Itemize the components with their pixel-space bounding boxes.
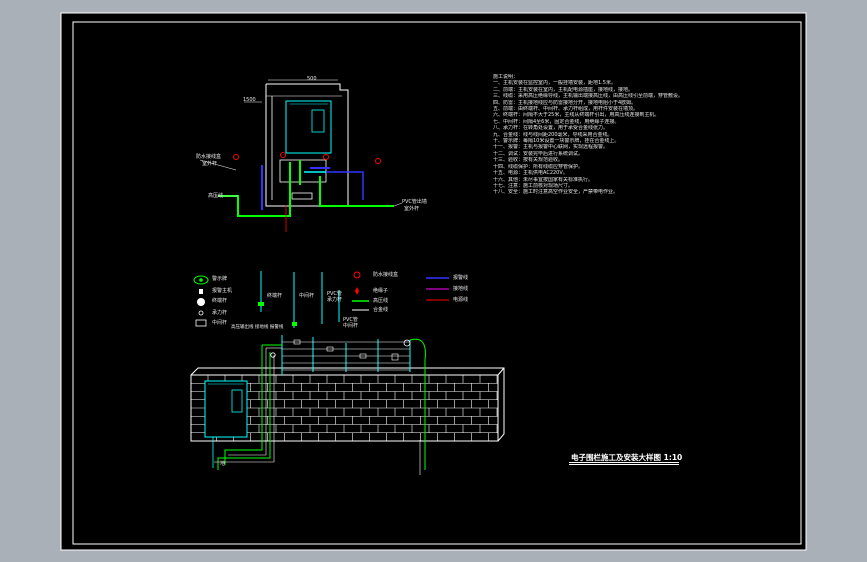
note-line: 十八、安全：施工时注意高空作业安全，严禁带电作业。 [493,189,619,196]
bottom-label: 地 [220,461,226,467]
host-display [311,109,325,133]
note-line: 一、主机安装在监控室内，一般挂墙安装，距地1.5米。 [493,80,616,87]
notes-heading: 施工说明： [493,74,519,80]
note-line: 九、合金线：线与线间距200毫米，导线采用合金线。 [493,131,613,138]
note-line: 八、承力杆：在转角处设置，用于承受合金线张力。 [493,125,609,132]
pole-label-2: 中间杆 [299,293,315,299]
right-ground-wire [409,338,426,470]
legend-host-symbol [199,289,203,294]
insulator-2 [326,346,334,352]
wall-host-display [231,389,243,413]
pole-1-base [258,302,264,306]
pole-label-4b: 中间杆 [343,323,359,329]
ground-terminal [291,192,313,200]
callout-left-top-2: 室外杆 [202,161,218,167]
note-line: 二、前端：主机安装在室内，主机配电源插座，接地线，接地。 [493,86,634,93]
host-power-wire [214,355,275,463]
note-line: 五、前端：由终端杆、中间杆、承力杆组成，用杆件安装在墙顶。 [493,106,639,113]
green-exit-right [319,176,394,207]
note-line: 十六、其他：未尽事宜按国家有关标准执行。 [493,176,594,183]
end-junction [403,339,411,347]
legend-label-alloy: 合金线 [373,307,389,313]
callout-right: PVC管出墙 [402,199,427,205]
pole-label-3: PVC管 [327,291,342,297]
note-line: 七、中间杆：间隔4至6米，固定合金线，用绝缘子连接。 [493,118,620,125]
pole-label-1: 终端杆 [267,293,283,299]
callout-left-low: 高压线 [208,193,224,199]
note-line: 十七、注意：施工前核对现场尺寸。 [493,182,574,189]
note-line: 十一、报警：主机与报警中心联网，实现远程报警。 [493,144,609,151]
legend-label-tension: 承力杆 [212,310,228,316]
top-dimension: 500 [307,76,317,82]
legend-label-alarm: 报警线 [453,275,469,281]
legend-label-power: 电源线 [453,297,469,303]
red-marker-left [233,154,239,160]
legend-label-terminal: 终端杆 [212,298,228,304]
wall-elevation [190,335,505,475]
callout-left-top: 防水接线盒 [196,154,222,160]
leader-left-top [199,159,237,171]
host-alarm-wire [228,348,267,456]
terminal-pole-mark [270,352,276,358]
wall-note: 高压输出线 接地线 报警线 [231,325,284,330]
legend-label-sign: 警示牌 [212,276,228,282]
drawing-title: 电子围栏施工及安装大样图 1:10 [571,453,683,462]
junction-box [279,159,327,183]
legend-label-host: 报警主机 [212,288,233,294]
pole-2-base [292,322,297,326]
red-marker-mid2 [323,154,329,160]
note-line: 十五、电源：主机供电AC220V。 [493,170,568,177]
wall-corner [497,367,505,376]
leader-right [393,202,403,207]
note-line: 十四、线缆保护：所有线缆应穿管保护。 [493,163,584,170]
host-cabinet-section [199,79,403,232]
outer-frame [60,12,807,551]
host-ground-wire [217,352,271,470]
legend-insulator [355,287,359,295]
insulator-4 [391,353,399,361]
note-line: 四、防雷：主机接地线应与防雷接地分开，接地电阻小于4欧姆。 [493,99,637,106]
alarm-host-box [285,100,332,154]
cabinet-wall [265,83,349,207]
construction-notes: 施工说明： 一、主机安装在监控室内，一般挂墙安装，距地1.5米。 二、前端：主机… [493,74,693,196]
title-underline [569,462,679,463]
insulator-3 [359,353,367,359]
pole-label-4: PVC管 [343,317,358,323]
wall-host-box [204,380,248,438]
legend-mid-symbol [195,319,207,327]
blue-exit-right [326,171,364,200]
legend-waterproof-box [353,271,361,279]
legend-sign-symbol [193,275,209,285]
legend-label-insulator: 绝缘子 [373,288,389,294]
legend-sign-dot [199,278,203,282]
legend-tension-symbol [198,310,204,316]
legend-label-waterproof: 防水接线盒 [373,272,399,278]
pole-label-3b: 承力杆 [327,297,343,303]
legend [193,271,449,328]
legend-label-ground: 接地线 [453,286,469,292]
note-line: 三、线缆：采用高压绝缘导线，主机输出端接高压线，由高压线引至前端，穿管敷设。 [493,93,684,100]
note-line: 十、警示牌：每隔10米设置一块警示牌，挂在合金线上。 [493,138,620,145]
red-marker-mid [280,152,286,158]
callout-right-2: 室外杆 [404,206,420,212]
left-dimension: 1500 [243,97,256,103]
insulator-1 [293,339,301,345]
inner-frame [72,21,802,545]
paper [61,13,806,550]
legend-terminal-symbol [197,298,205,306]
note-line: 十三、验收：按有关规范验收。 [493,157,564,164]
legend-label-mid: 中间杆 [212,320,228,326]
legend-label-hv: 高压线 [373,298,389,304]
note-line: 六、终端杆：间隔不大于25米，主线从终端杆引出，用高压线连接到主机。 [493,112,660,119]
red-marker-right [375,158,381,164]
note-line: 十二、调试：安装完毕后进行系统调试。 [493,150,584,157]
title-underline-2 [569,464,679,465]
